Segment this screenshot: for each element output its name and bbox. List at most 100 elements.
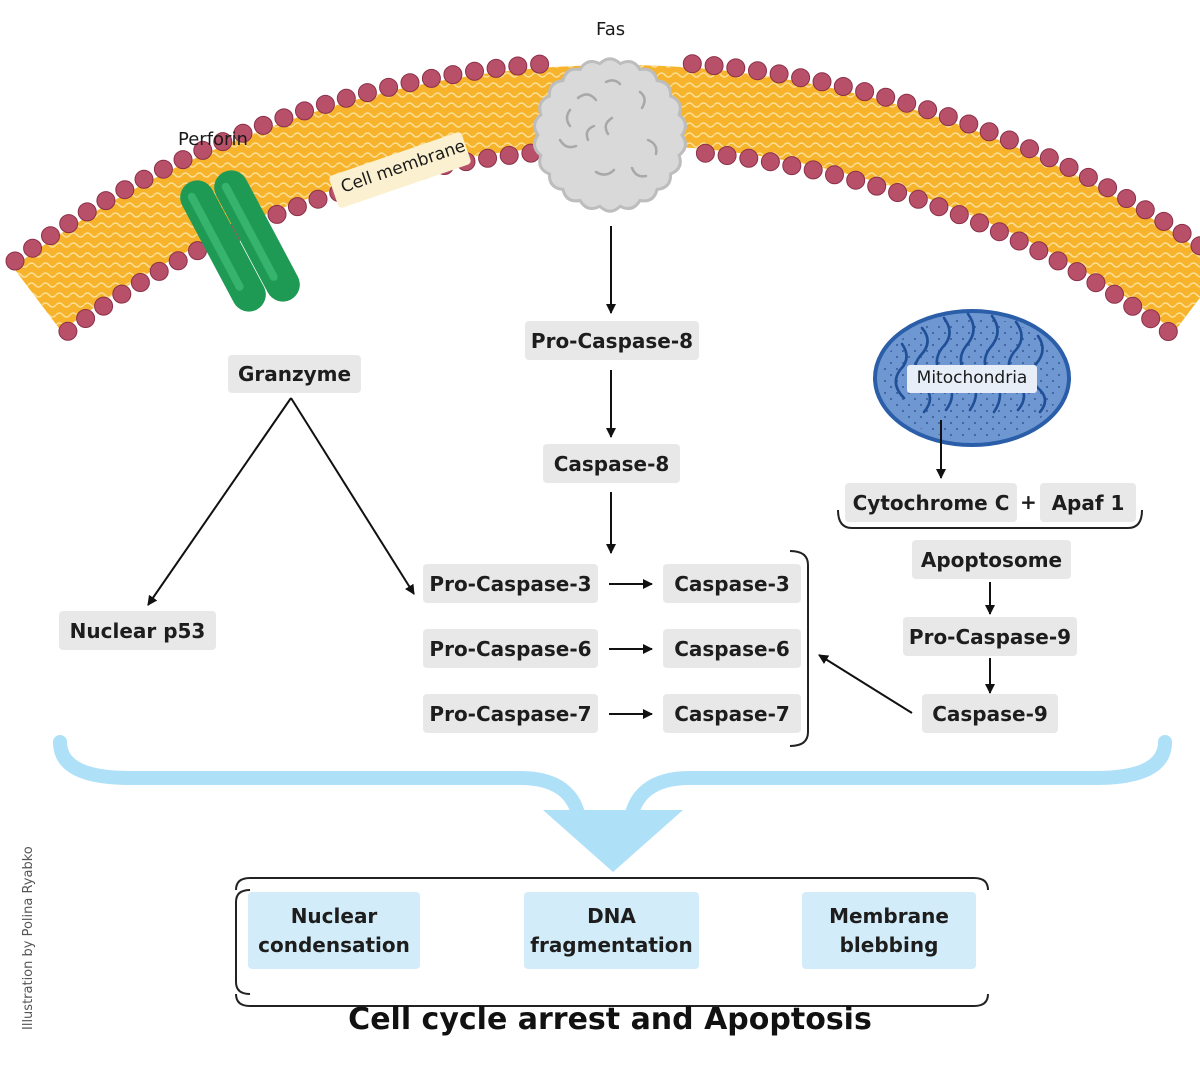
lipid-head [726,58,746,78]
pathway-arrows [147,226,995,719]
lipid-head [1020,139,1039,159]
diagram-title: Cell cycle arrest and Apoptosis [348,1002,872,1037]
fas-receptor [533,57,687,213]
pro-caspase-9-box: Pro-Caspase-9 [903,617,1077,656]
lipid-head [130,273,150,292]
lipid-head [1086,273,1106,293]
lipid-head [23,238,43,258]
caspase-3-box: Caspase-3 [663,564,801,603]
lipid-head [1029,241,1049,261]
outcome-dna-fragmentation: DNA fragmentation [524,892,699,969]
mitochondria-organelle [873,309,1071,447]
lipid-head [336,88,356,108]
lipid-head [233,123,253,143]
lipid-head [989,222,1009,242]
apaf-1-box: Apaf 1 [1040,483,1136,522]
granzyme-box: Granzyme [228,355,361,393]
lipid-head [295,101,314,121]
lipid-head [949,205,969,225]
caspase-8-box: Caspase-8 [543,444,680,483]
lipid-head [173,150,193,170]
lipid-head [999,130,1019,150]
lipid-head [96,191,116,211]
lipid-head [833,77,853,96]
lipid-head [748,61,767,81]
perforin-label: Perforin [178,129,248,150]
lipid-head [1117,189,1137,208]
caspase-6-box: Caspase-6 [663,629,801,668]
lipid-head [876,87,896,107]
lipid-head [1158,322,1178,341]
mitochondria-label: Mitochondria [916,368,1028,388]
plus-sign: + [1020,490,1037,514]
lipid-head [682,54,702,74]
outcome-line: Nuclear [290,903,378,928]
lipid-head [76,309,96,328]
lipid-head [1078,167,1098,187]
lipid-head [58,321,78,341]
perforin-pore [180,170,300,312]
lipid-head [134,169,154,189]
lipid-head [908,189,928,209]
lipid-head [400,73,420,93]
lipid-head [918,100,938,120]
lipid-head [274,108,294,128]
outcome-line: DNA [587,903,636,928]
illustration-credit: Illustration by Polina Ryabko [21,846,36,1030]
cytochrome-c-box: Cytochrome C [845,483,1017,522]
pro-caspase-7-box: Pro-Caspase-7 [423,694,598,733]
lipid-head [1172,223,1192,243]
lipid-head [1123,296,1143,316]
lipid-head [94,296,114,316]
pro-caspase-8-box: Pro-Caspase-8 [525,321,699,360]
lipid-head [760,152,780,172]
lipid-head [5,251,25,271]
lipid-head [499,145,519,165]
lipid-head [1154,211,1174,231]
lipid-head [168,251,188,271]
caspase-7-box: Caspase-7 [663,694,801,733]
lipid-head [704,56,724,76]
lipid-head [812,72,832,92]
lipid-head [855,82,875,102]
lipid-head [115,180,135,200]
lipid-head [1009,231,1029,251]
lipid-head [938,107,958,127]
lipid-head [357,83,377,103]
lipid-head [59,214,79,234]
lipid-head [287,197,307,217]
lipid-head [782,156,802,176]
lipid-head [1141,309,1161,329]
convergence-flow-arrow [53,735,1172,872]
lipid-head [379,77,399,97]
lipid-head [1190,236,1200,256]
lipid-head [1059,157,1079,177]
lipid-head [478,148,498,168]
lipid-head [213,132,233,152]
caspase-9-box: Caspase-9 [922,694,1058,733]
lipid-head [530,54,550,74]
lipid-head [739,148,759,168]
pro-caspase-3-box: Pro-Caspase-3 [423,564,598,603]
outcome-line: blebbing [839,932,939,957]
lipid-head [465,61,484,81]
lipid-head [1067,262,1087,282]
lipid-head [253,115,273,135]
lipid-head [717,146,737,165]
lipid-head [1105,284,1124,304]
lipid-head [929,197,949,217]
pro-caspase-6-box: Pro-Caspase-6 [423,629,598,668]
lipid-head [308,189,328,209]
lipid-head [979,122,999,142]
apoptosome-box: Apoptosome [912,540,1071,579]
lipid-head [1098,178,1118,198]
lipid-head [970,213,989,233]
lipid-head [791,68,811,88]
lipid-head [193,140,213,160]
outcome-membrane-blebbing: Membrane blebbing [802,892,976,969]
lipid-head [77,202,97,222]
lipid-head [867,176,887,196]
lipid-head [1135,200,1155,220]
